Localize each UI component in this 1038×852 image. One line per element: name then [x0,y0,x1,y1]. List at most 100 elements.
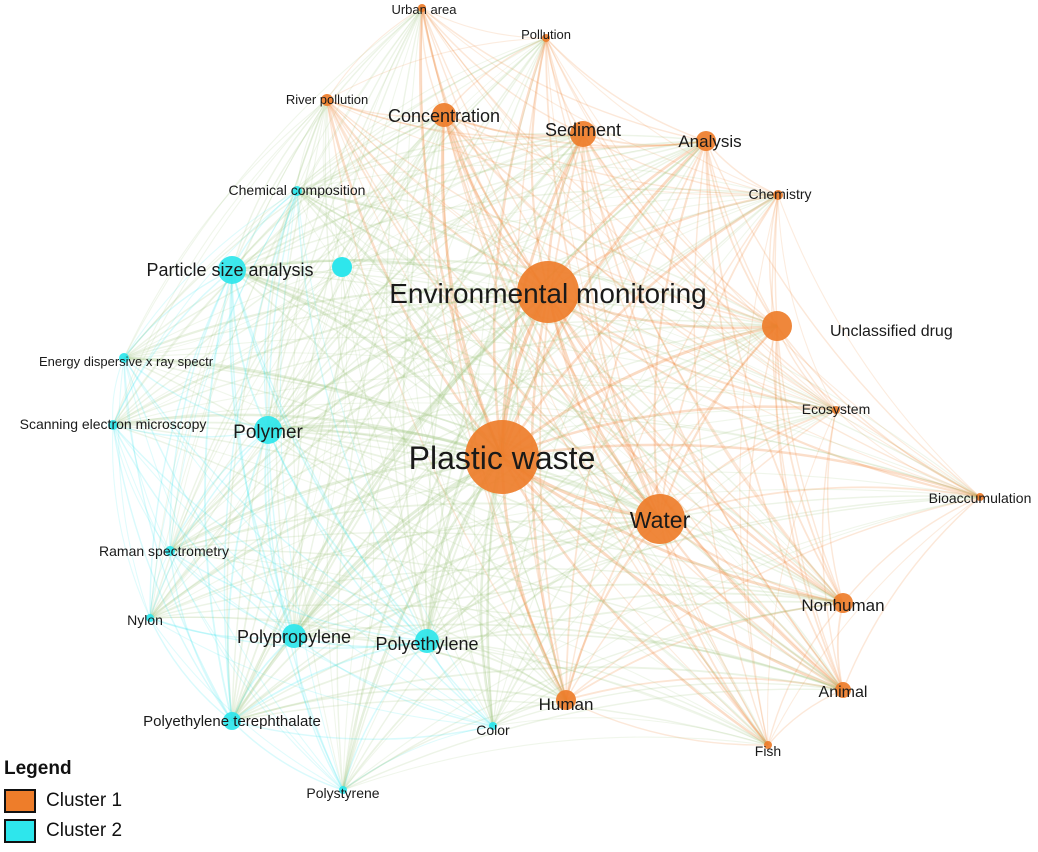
edge-human-polypropylene [293,635,567,701]
edge-sem-polystyrene [112,424,344,791]
node-chemical-composition [292,186,302,196]
edge-chemistry-particle-size-analysis [231,188,779,271]
edge-river-pollution-nonhuman [326,99,844,604]
edge-unclassified-drug-raman [169,325,778,552]
edge-pollution-plastic-waste [492,37,548,458]
edge-animal-sem [112,424,844,691]
edge-unclassified-drug-pet [231,325,778,722]
edge-chemical-composition-polyethylene [296,190,428,642]
edge-sediment-hub [341,133,584,268]
edge-analysis-energy-dispersive [123,140,707,359]
edge-sem-raman [112,424,171,552]
edge-urban-area-polypropylene [292,7,423,637]
edge-animal-polymer [267,429,844,691]
edge-fish-color [492,717,769,746]
edge-raman-pet [169,550,233,722]
node-sem [108,420,118,430]
edge-animal-hub [341,266,844,691]
edge-urban-area-pet [231,7,423,722]
edge-concentration-water [442,114,661,520]
edge-nonhuman-polypropylene [293,583,844,637]
edge-chemistry-chemical-composition [296,163,779,196]
node-urban-area [418,4,426,12]
edge-river-pollution-energy-dispersive [123,99,328,359]
edge-bioaccumulation-polyethylene [426,496,981,642]
edge-nylon-polyethylene [149,617,428,649]
edge-human-energy-dispersive [123,357,567,701]
edge-environmental-monitoring-chemical-composition [296,189,549,293]
edge-analysis-chemical-composition [296,134,707,192]
network-nodes [108,4,984,794]
edge-animal-polyethylene [426,633,844,691]
edge-ecosystem-hub [341,266,837,411]
edge-water-color [492,518,661,727]
label-ecosystem: Ecosystem [802,401,870,417]
edge-plastic-waste-nonhuman [501,455,844,605]
edge-bioaccumulation-pet [231,496,981,722]
edge-urban-area-analysis [421,7,707,142]
edge-pollution-energy-dispersive [123,37,547,359]
edge-river-pollution-bioaccumulation [326,99,981,498]
edge-urban-area-nylon [149,7,423,619]
edge-fish-polypropylene [293,635,769,746]
edge-unclassified-drug-nonhuman [776,325,844,604]
edge-animal-polypropylene [293,623,844,691]
label-concentration: Concentration [388,106,500,126]
edge-polymer-polyethylene [267,429,428,642]
edge-concentration-plastic-waste [440,114,504,458]
edge-water-human [564,518,661,701]
edge-environmental-monitoring-color [486,291,550,727]
edge-chemistry-ecosystem [777,194,837,411]
edge-urban-area-water [421,7,661,520]
edge-urban-area-energy-dispersive [123,7,423,359]
edge-pollution-fish [545,37,769,746]
edge-urban-area-particle-size-analysis [231,7,423,271]
edge-unclassified-drug-fish [746,325,778,746]
edge-urban-area-animal [421,7,844,691]
edge-environmental-monitoring-nylon [149,291,549,619]
edge-pollution-pet [231,37,547,722]
edge-energy-dispersive-sem [112,357,125,426]
edge-concentration-chemistry [443,114,779,196]
edge-sediment-chemical-composition [296,132,584,192]
edge-sediment-human [539,133,584,701]
edge-environmental-monitoring-polystyrene [341,291,549,791]
edge-polymer-color [267,429,494,727]
edge-concentration-polypropylene [293,114,445,637]
edge-analysis-plastic-waste [500,139,707,458]
edge-energy-dispersive-polypropylene [123,357,295,637]
edge-urban-area-sediment [421,7,584,135]
edge-color-polystyrene [342,725,494,791]
node-water [635,494,685,544]
label-animal: Animal [819,684,868,701]
node-human [556,690,576,710]
node-ecosystem [832,406,840,414]
edge-water-nonhuman [659,518,844,605]
edge-chemistry-nylon [149,194,779,619]
edge-pollution-bioaccumulation [545,37,981,498]
edge-chemistry-fish [739,194,779,746]
edge-chemistry-nonhuman [774,194,844,604]
edge-nonhuman-fish [767,602,844,746]
edge-concentration-particle-size-analysis [231,114,445,271]
edge-bioaccumulation-polystyrene [342,496,981,791]
edge-animal-color [492,682,844,727]
edge-analysis-polymer [267,140,707,431]
edge-pollution-animal [545,37,844,691]
edge-plastic-waste-polystyrene [341,456,503,791]
edge-particle-size-analysis-sem [112,269,233,426]
edge-urban-area-color [406,7,494,727]
edge-concentration-human [442,114,567,701]
edge-energy-dispersive-pet [123,357,233,722]
edge-analysis-animal [705,140,844,691]
edge-pollution-polypropylene [293,37,547,637]
edge-chemistry-water [659,194,779,520]
label-sem: Scanning electron microscopy [20,416,207,432]
edge-human-particle-size-analysis [231,269,567,701]
node-river-pollution [321,94,333,106]
edge-pollution-concentration [443,37,547,116]
edge-unclassified-drug-plastic-waste [501,324,778,459]
edge-concentration-raman [169,114,445,552]
edge-polypropylene-hub [293,266,348,637]
edge-nylon-hub [149,266,343,619]
